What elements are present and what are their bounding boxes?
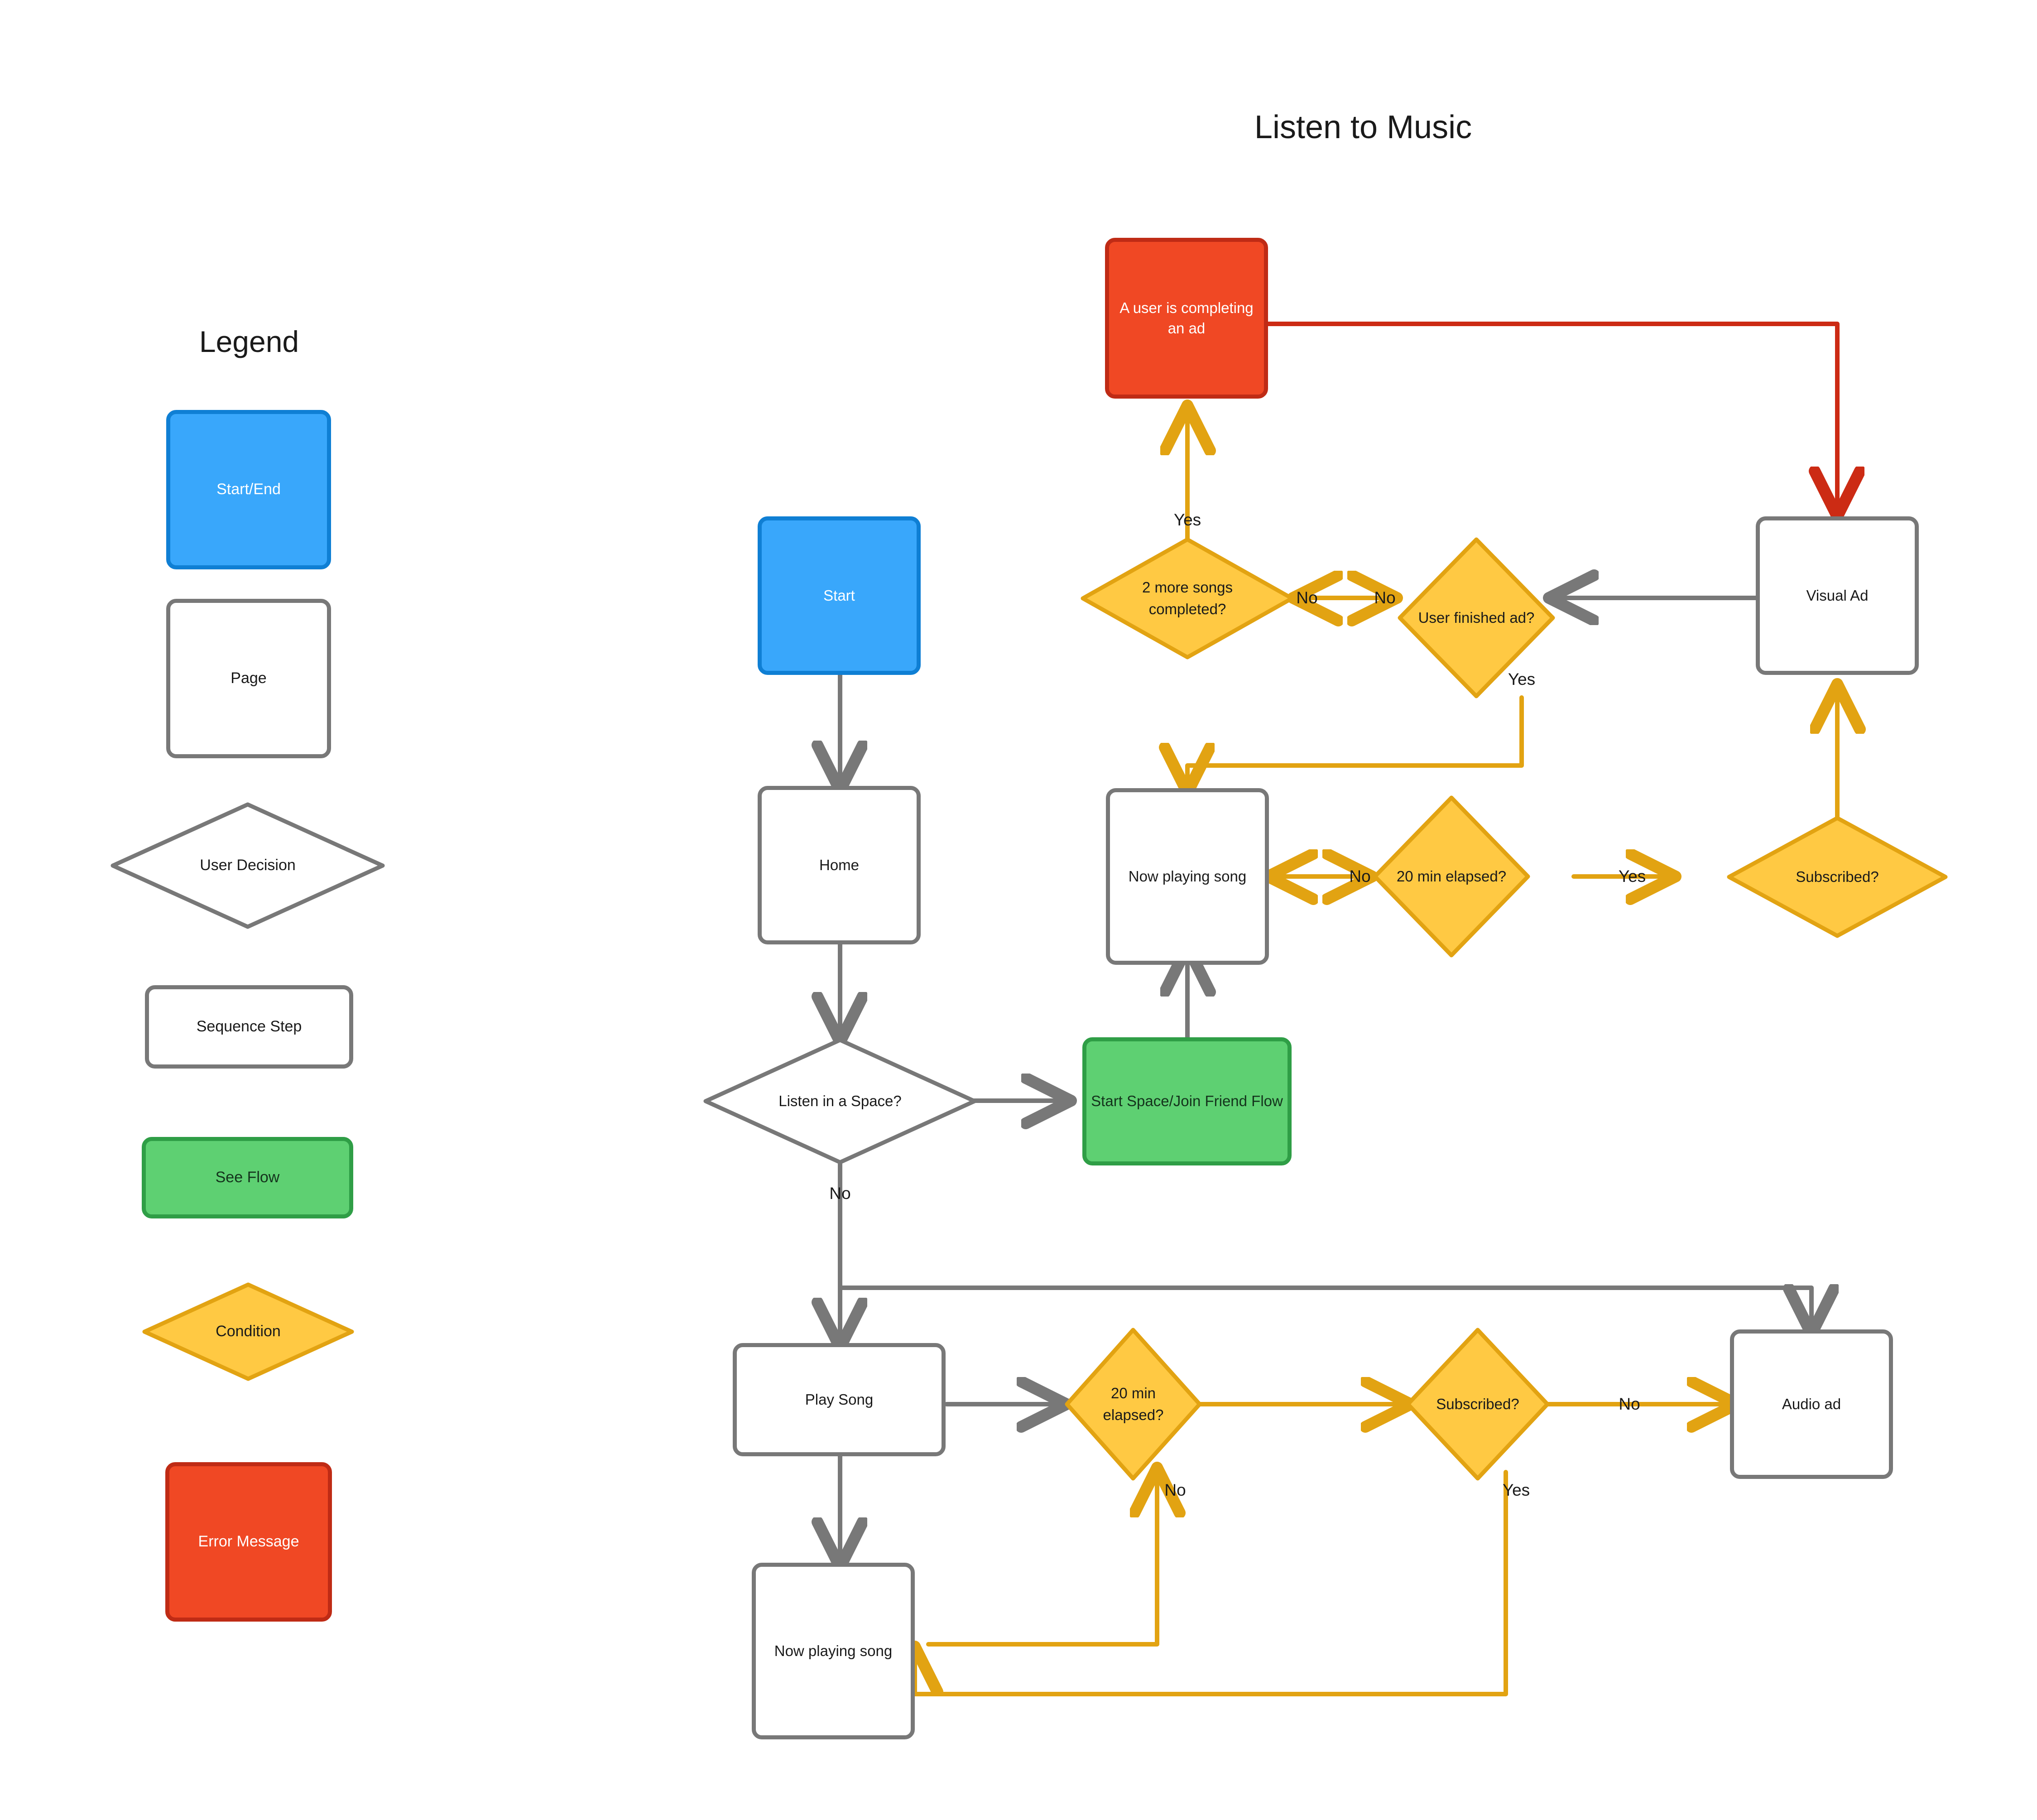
legend-swatch-error-message: Error Message xyxy=(165,1462,332,1622)
node-now-playing-song-bottom[interactable]: Now playing song xyxy=(752,1563,915,1739)
node-now-playing-song-top-label: Now playing song xyxy=(1128,867,1247,885)
node-audio-ad[interactable]: Audio ad xyxy=(1730,1329,1893,1479)
edge-label-listen-space-no: No xyxy=(829,1184,851,1203)
legend-title: Legend xyxy=(199,325,299,358)
node-start-label: Start xyxy=(823,587,855,604)
legend-swatch-see-flow: See Flow xyxy=(142,1137,353,1218)
node-two-more-songs-completed-label: 2 more songs completed? xyxy=(1142,579,1233,617)
node-start-space-join-friend-flow-label: Start Space/Join Friend Flow xyxy=(1091,1093,1283,1110)
edge-label-user-finished-yes: Yes xyxy=(1508,670,1536,689)
legend-label-see-flow: See Flow xyxy=(215,1169,280,1186)
legend-label-start-end: Start/End xyxy=(216,481,281,498)
node-now-playing-song-bottom-label: Now playing song xyxy=(774,1642,893,1659)
legend-label-condition: Condition xyxy=(216,1323,281,1340)
edge-label-subscribed-bot-yes: Yes xyxy=(1502,1481,1530,1499)
node-home[interactable]: Home xyxy=(758,786,921,944)
node-home-label: Home xyxy=(819,856,860,873)
node-now-playing-song-top[interactable]: Now playing song xyxy=(1106,788,1269,965)
node-twenty-min-elapsed-top[interactable]: 20 min elapsed? xyxy=(1372,795,1531,958)
node-play-song-label: Play Song xyxy=(805,1391,874,1408)
edge-label-twenty-min-bot-no: No xyxy=(1164,1481,1186,1499)
legend-swatch-condition: Condition xyxy=(142,1282,355,1382)
chart-title: Listen to Music xyxy=(1254,109,1472,145)
edge-listen-space-to-audio-ad xyxy=(838,1288,1811,1329)
legend-label-sequence-step: Sequence Step xyxy=(196,1018,302,1035)
legend-label-user-decision: User Decision xyxy=(200,857,296,874)
node-two-more-songs-completed[interactable]: 2 more songs completed? xyxy=(1080,537,1295,660)
node-user-finished-ad[interactable]: User finished ad? xyxy=(1397,537,1556,699)
node-twenty-min-elapsed-bottom-label: 20 min elapsed? xyxy=(1103,1385,1164,1423)
edge-label-subscribed-bot-no: No xyxy=(1619,1395,1640,1413)
edge-user-finished-yes-to-now-playing-top xyxy=(1187,695,1524,788)
edge-subscribed-bot-yes-loop xyxy=(915,1470,1508,1696)
node-start-space-join-friend-flow[interactable]: Start Space/Join Friend Flow xyxy=(1082,1037,1292,1165)
node-audio-ad-label: Audio ad xyxy=(1782,1395,1841,1412)
node-visual-ad[interactable]: Visual Ad xyxy=(1756,516,1919,675)
node-error-ad-label: A user is completing an ad xyxy=(1119,299,1254,337)
edge-error-ad-to-visual-ad xyxy=(1266,322,1837,512)
node-play-song[interactable]: Play Song xyxy=(733,1343,946,1456)
node-listen-in-a-space[interactable]: Listen in a Space? xyxy=(703,1037,977,1165)
legend-swatch-user-decision: User Decision xyxy=(110,802,385,929)
edge-label-twenty-min-top-yes: Yes xyxy=(1618,867,1646,886)
legend-swatch-page: Page xyxy=(166,599,331,758)
node-subscribed-bottom-label: Subscribed? xyxy=(1436,1396,1519,1413)
edge-label-two-more-songs-yes: Yes xyxy=(1173,510,1201,529)
legend-swatch-sequence-step: Sequence Step xyxy=(145,985,353,1069)
node-twenty-min-elapsed-top-label: 20 min elapsed? xyxy=(1396,868,1507,885)
legend-label-page: Page xyxy=(231,669,267,687)
node-start[interactable]: Start xyxy=(758,516,921,675)
node-listen-in-a-space-label: Listen in a Space? xyxy=(778,1093,902,1110)
node-twenty-min-elapsed-bottom[interactable]: 20 min elapsed? xyxy=(1064,1327,1202,1481)
node-user-finished-ad-label: User finished ad? xyxy=(1418,609,1535,626)
legend-swatch-start-end: Start/End xyxy=(166,410,331,569)
node-subscribed-bottom[interactable]: Subscribed? xyxy=(1405,1327,1550,1481)
edge-label-user-finished-no: No xyxy=(1374,588,1396,607)
edge-label-two-more-songs-no: No xyxy=(1296,588,1318,607)
edge-twenty-min-bot-no-loop xyxy=(926,1472,1157,1647)
node-visual-ad-label: Visual Ad xyxy=(1806,587,1869,604)
node-error-ad[interactable]: A user is completing an ad xyxy=(1105,238,1268,399)
node-subscribed-top[interactable]: Subscribed? xyxy=(1726,815,1948,939)
node-subscribed-top-label: Subscribed? xyxy=(1796,868,1879,886)
legend-label-error-message: Error Message xyxy=(198,1533,299,1550)
edge-label-twenty-min-top-no: No xyxy=(1349,867,1371,886)
